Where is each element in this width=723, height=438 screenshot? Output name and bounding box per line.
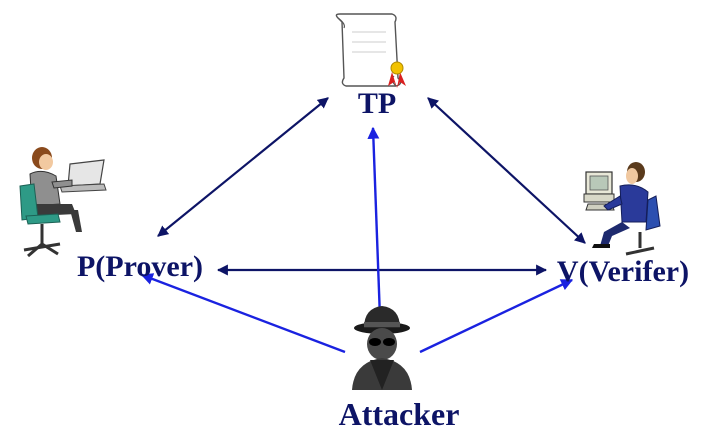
- node-label-tp: TP: [358, 87, 396, 120]
- edges: [140, 97, 586, 354]
- edge-prover-tp: [157, 97, 329, 237]
- edge-attacker-prover: [140, 273, 346, 354]
- man-at-computer-icon: [583, 162, 661, 256]
- node-label-attacker: Attacker: [339, 396, 460, 432]
- edge-attacker-tp: [367, 126, 382, 319]
- edge-attacker-verifier: [419, 278, 574, 354]
- woman-at-laptop-icon: [19, 147, 107, 258]
- node-label-prover: P(Prover): [77, 250, 203, 283]
- certificate-scroll-icon: [335, 13, 406, 88]
- node-label-verifier: V(Verifer): [557, 255, 689, 288]
- spy-icon: [352, 306, 412, 390]
- edge-verifier-tp: [427, 97, 586, 244]
